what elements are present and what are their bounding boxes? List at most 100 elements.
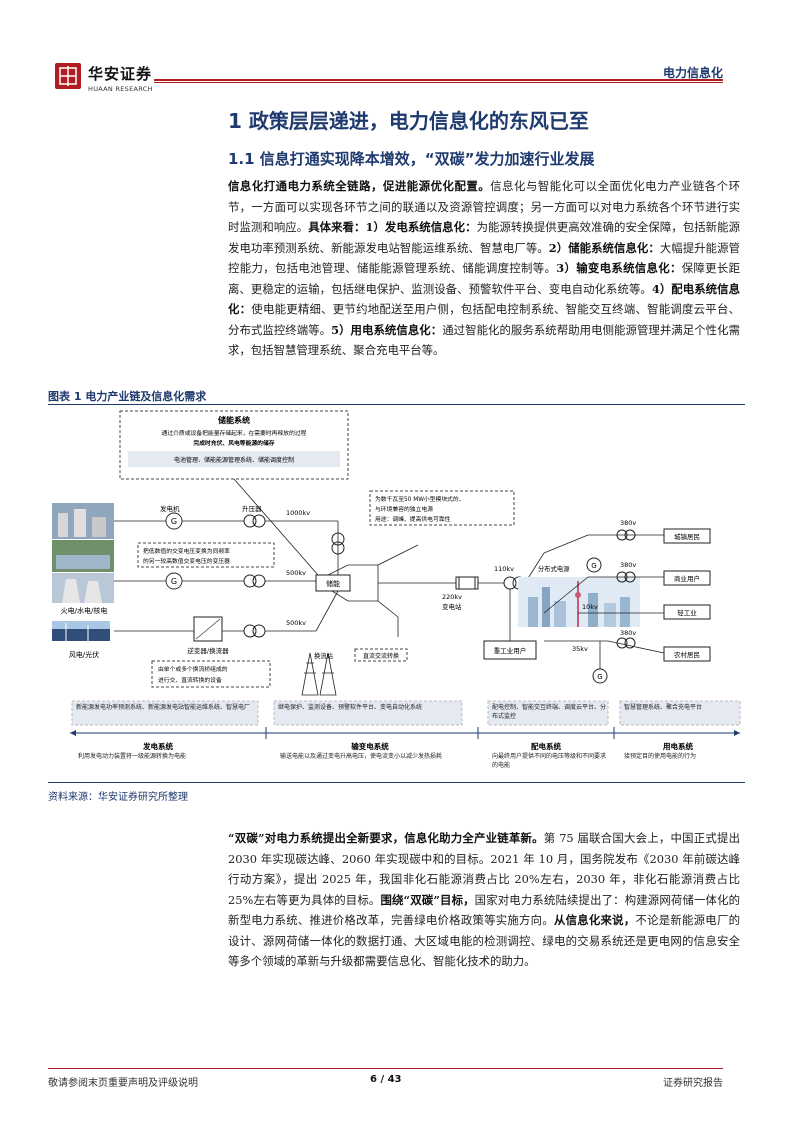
heavy-user-box — [483, 640, 537, 660]
segment-distribution: 配电系统 — [531, 741, 561, 751]
info-trans-text: 继电保护、监测设备、预警软件平台、变电自动化系统 — [278, 704, 423, 711]
header-rule — [154, 79, 723, 81]
dc-line-box — [354, 648, 408, 662]
para1-storage-text: 大幅提升能源管控能力，包括电池管理、储能能源管理系统、储能调度控制等。 — [228, 240, 740, 276]
step-up-transformer-icon-3 — [243, 624, 266, 638]
segment-generation-desc: 利用发电动力装置将一级能源转换为电能 — [78, 753, 187, 760]
user-rural-box — [663, 646, 711, 662]
para2-info-lead: 从信息化来说， — [553, 913, 636, 927]
hydro-plant-image — [52, 540, 114, 572]
info-dist-text: 配电控制、智能交互终端、调度云平台、分布式监控 — [492, 704, 606, 720]
transmission-tower-icon — [301, 652, 337, 696]
para1-text: 信息化与智能化可以全面优化电力产业链各个环节，一方面可以实现各环节之间的联通以及… — [228, 179, 740, 234]
para1-gen-lead: 具体来看：1）发电系统信息化： — [308, 220, 477, 234]
power-chain-diagram: 储能系统 通过介质或设备把能量存储起来，在需要时再释放的过程 完成时充伏、风电等… — [48, 405, 745, 781]
kv-1000: 1000kv — [286, 509, 310, 517]
user-commercial-box — [663, 570, 711, 586]
segment-use: 用电系统 — [663, 741, 693, 751]
figure-rule-bottom — [48, 782, 745, 783]
info-box-generation: 新能源发电功率预测系统、新能源发电站智能运维系统、智慧电厂 — [71, 700, 259, 726]
inverter-note: 由单个或多个换流桥组成的 进行交、直流转换的设备 — [151, 660, 271, 688]
footer-report-type: 证券研究报告 — [663, 1078, 723, 1089]
dist-note-line2: 与环境兼容的独立电源 — [375, 505, 433, 513]
thermal-plant-image — [52, 503, 114, 539]
segment-transmission: 输变电系统 — [351, 741, 389, 751]
segment-transmission-desc: 输送电能以及通过变电升高电压，使电流变小以减少发热损耗 — [280, 753, 443, 760]
para1-trans-text: 保障更长距离、更稳定的运输，包括继电保护、监测设备、预警软件平台、变电自动化系统… — [228, 261, 740, 296]
user-city-box — [663, 528, 711, 544]
transformer-380-b — [616, 571, 636, 583]
converter-station-label: 换流站 — [314, 651, 334, 660]
storage-desc1: 通过介质或设备把能量存储起来，在需要时再释放的过程 — [162, 429, 307, 437]
transformer-note: 把低数值的交变电压变换为同频率 的另一较高数值交变电压的变压器 — [137, 542, 275, 568]
para2-goal-lead: 围绕“双碳”目标， — [380, 892, 475, 907]
kv-380-a: 380v — [620, 519, 636, 527]
user-city: 城镇居民 — [674, 532, 700, 541]
info-box-use: 智慧管理系统、聚合充电平台 — [619, 700, 741, 726]
figure-title: 图表 1 电力产业链及信息化需求 — [48, 390, 207, 403]
inverter-label: 逆变器/换流器 — [187, 646, 229, 655]
user-rural: 农村居民 — [674, 650, 700, 659]
transformer-380-c — [616, 637, 636, 649]
footer-disclaimer-link[interactable]: 敬请参阅末页重要声明及评级说明 — [48, 1078, 198, 1089]
segment-generation: 发电系统 — [142, 741, 173, 751]
transformer-note-line1: 把低数值的交变电压变换为同频率 — [143, 547, 230, 555]
para2-text: 第 75 届联合国大会上，中国正式提出 2030 年实现碳达峰、2060 年实现… — [228, 831, 740, 907]
user-light-box — [663, 604, 711, 620]
inverter-note-line2: 进行交、直流转换的设备 — [158, 676, 222, 684]
svg-text:G: G — [597, 673, 602, 681]
storage-node — [315, 574, 351, 592]
para1-gen-text: 为能源转换提供更高效准确的安全保障，包括新能源发电功率预测系统、新能源发电站智能… — [228, 220, 740, 255]
kv-380-c: 380v — [620, 629, 636, 637]
storage-title: 储能系统 — [217, 415, 250, 425]
figure-rule-top — [48, 404, 745, 405]
dist-note-line3: 用途：调峰、提高供电可靠性 — [375, 515, 451, 523]
rural-generator-icon — [592, 668, 608, 684]
para2-info-text: 不论是新能源电厂的设计、源网荷储一体化的数据打通、大区域电能的检测调控、绿电的交… — [228, 913, 740, 968]
distributed-power-label: 分布式电源 — [538, 564, 570, 573]
kv-10: 10kv — [582, 603, 598, 611]
para2-lead: “双碳”对电力系统提出全新要求，信息化助力全产业链革新。 — [228, 831, 544, 845]
figure-source: 资料来源：华安证券研究所整理 — [48, 792, 188, 803]
svg-text:G: G — [171, 517, 177, 526]
section-label: 电力信息化 — [662, 66, 723, 80]
plant-label-wind: 风电/光伏 — [69, 650, 99, 659]
paragraph-intro: 信息化打通电力系统全链路，促进能源优化配置。信息化与智能化可以全面优化电力产业链… — [228, 176, 740, 361]
nuclear-plant-image — [52, 573, 114, 603]
user-commercial: 商业用户 — [674, 574, 700, 583]
kv-500-a: 500kv — [286, 569, 306, 577]
heavy-user: 重工业用户 — [494, 646, 527, 655]
dist-note-line1: 为数千瓦至50 MW小型模块式的、 — [375, 495, 465, 503]
distributed-generator-icon — [586, 557, 602, 573]
user-light: 轻工业 — [677, 608, 697, 617]
dc-line-label: 直流交流转换 — [363, 652, 399, 660]
city-skyline-image — [518, 577, 640, 627]
transformer-note-line2: 的另一较高数值交变电压的变压器 — [143, 557, 230, 565]
para1-lead: 信息化打通电力系统全链路，促进能源优化配置。 — [228, 179, 491, 193]
para1-dist-text: 使电能更精细、更节约地配送至用户侧，包括配电控制系统、智能交互终端、智能调度云平… — [228, 302, 740, 337]
kv-380-b: 380v — [620, 561, 636, 569]
info-box-transmission: 继电保护、监测设备、预警软件平台、变电自动化系统 — [273, 700, 463, 726]
para1-use-text: 通过智能化的服务系统帮助用电侧能源管理并满足个性化需求，包括智慧管理系统、聚合充… — [228, 322, 740, 358]
svg-text:G: G — [591, 562, 596, 570]
segment-use-desc: 接预定目的使用电能的行为 — [624, 753, 697, 760]
storage-system-box: 储能系统 通过介质或设备把能量存储起来，在需要时再释放的过程 完成时充伏、风电等… — [119, 410, 349, 480]
storage-items: 电池管理、储能能源管理系统、储能调度控制 — [174, 456, 294, 464]
inverter-note-line1: 由单个或多个换流桥组成的 — [158, 665, 228, 673]
generator-label: 发电机 — [160, 504, 180, 513]
distributed-power-note: 为数千瓦至50 MW小型模块式的、 与环境兼容的独立电源 用途：调峰、提高供电可… — [369, 490, 515, 526]
segment-distribution-desc: 向最终用户提供不同的电压等级和不同要求的电能 — [492, 753, 607, 769]
storage-node-label: 储能 — [326, 579, 340, 588]
logo-text: 华安证券 — [88, 65, 153, 83]
transformer-icon-mid — [331, 532, 345, 555]
info-use-text: 智慧管理系统、聚合充电平台 — [624, 704, 703, 711]
substation-icon — [455, 576, 479, 590]
footer-rule — [48, 1068, 723, 1069]
para1-use-lead: 5）用电系统信息化： — [331, 322, 443, 337]
para2-goal-text: 国家对电力系统陆续提出了：构建源网荷储一体化的新型电力系统、推进价格改革，完善绿… — [228, 892, 740, 928]
company-logo-icon — [55, 63, 81, 89]
para1-storage-lead: 2）储能系统信息化： — [548, 240, 660, 255]
para1-trans-lead: 3）输变电系统信息化： — [556, 261, 682, 275]
plant-label-thermal: 火电/水电/核电 — [61, 606, 108, 615]
para1-dist-lead: 4）配电系统信息化： — [228, 281, 740, 317]
